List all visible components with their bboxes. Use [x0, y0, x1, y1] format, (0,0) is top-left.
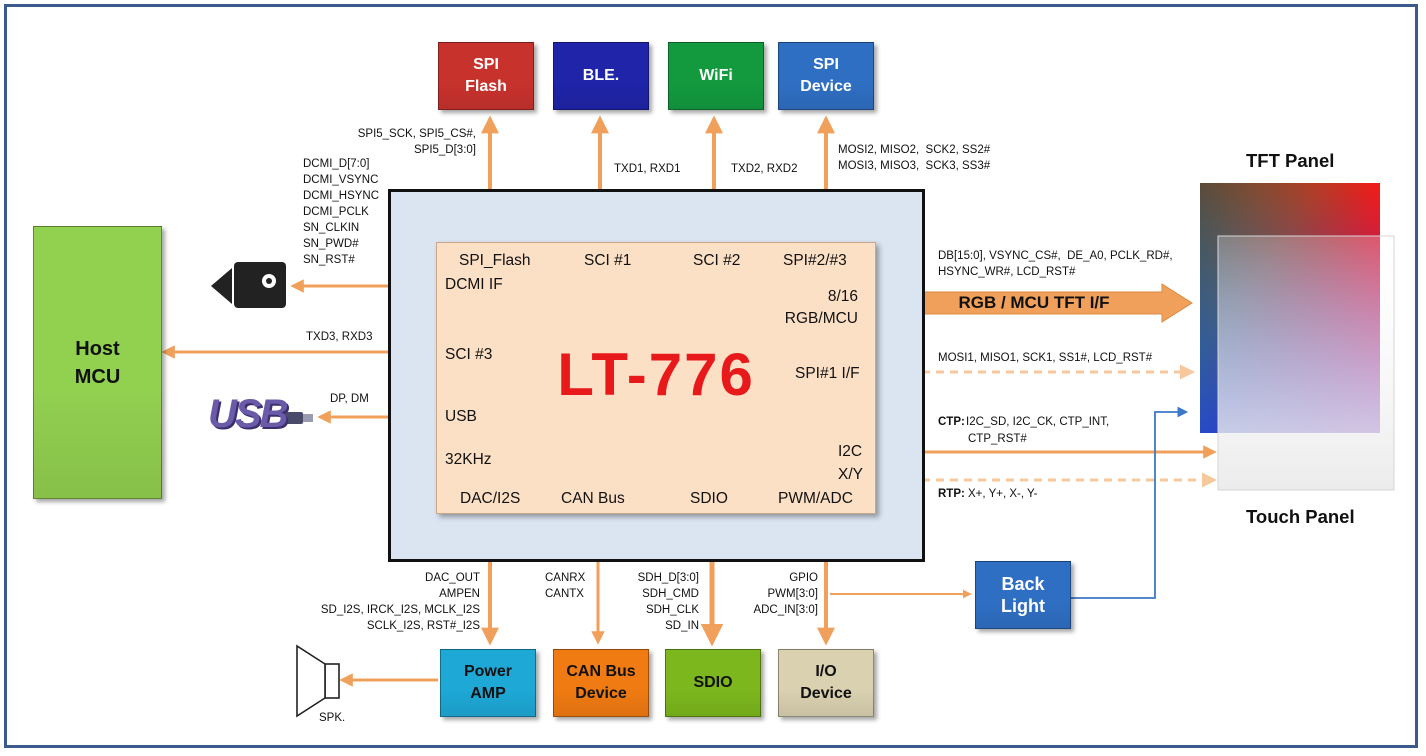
signal-usb: DP, DM: [330, 393, 369, 405]
signal-spi1: MOSI1, MISO1, SCK1, SS1#, LCD_RST#: [938, 352, 1153, 364]
pin-i2c: I2C: [838, 443, 863, 460]
back-light-block[interactable]: Back Light: [975, 561, 1071, 629]
spi-flash-block[interactable]: SPI Flash: [438, 42, 534, 110]
io-device-block[interactable]: I/O Device: [778, 649, 874, 717]
signal-dcmi: DCMI_D[7:0] DCMI_VSYNC DCMI_HSYNC DCMI_P…: [303, 158, 380, 266]
pin-sci2: SCI #2: [693, 252, 741, 269]
pin-sdio: SDIO: [690, 490, 728, 507]
signal-rtp: X+, Y+, X-, Y-: [968, 488, 1038, 500]
signal-spi-flash: SPI5_SCK, SPI5_CS#, SPI5_D[3:0]: [357, 128, 476, 156]
pin-spi-flash: SPI_Flash: [459, 252, 531, 269]
wifi-block[interactable]: WiFi: [668, 42, 764, 110]
usb-logo-icon: USB: [208, 392, 288, 436]
power-amp-block[interactable]: Power AMP: [440, 649, 536, 717]
rgb-bus-label: RGB / MCU TFT I/F: [958, 293, 1110, 312]
pin-sci3: SCI #3: [445, 346, 493, 363]
signal-spk: SPK.: [319, 712, 346, 724]
signal-ctp-label: CTP:: [938, 416, 965, 428]
spi-device-block[interactable]: SPI Device: [778, 42, 874, 110]
tft-panel-title: TFT Panel: [1246, 150, 1335, 171]
signal-ble: TXD1, RXD1: [614, 163, 681, 175]
touch-panel-graphic: [1217, 235, 1395, 491]
pin-can: CAN Bus: [561, 490, 625, 507]
pin-spi1: SPI#1 I/F: [795, 365, 860, 382]
camera-icon: [211, 262, 286, 308]
chip-core: [436, 242, 876, 514]
signal-sdio: SDH_D[3:0] SDH_CMD SDH_CLK SD_IN: [637, 572, 699, 632]
pin-dac: DAC/I2S: [460, 490, 521, 507]
signal-ctp-rst: CTP_RST#: [968, 433, 1027, 445]
signal-wifi: TXD2, RXD2: [731, 163, 798, 175]
signal-host: TXD3, RXD3: [306, 331, 373, 343]
pin-rgb: 8/16 RGB/MCU: [784, 288, 858, 327]
usb-plug-icon: [283, 412, 313, 424]
chip-title: LT-776: [557, 341, 755, 408]
sdio-block[interactable]: SDIO: [665, 649, 761, 717]
speaker-icon: [296, 644, 340, 718]
signal-rgb: DB[15:0], VSYNC_CS#, DE_A0, PCLK_RD#, HS…: [938, 250, 1173, 278]
pin-pwm: PWM/ADC: [778, 490, 853, 507]
signal-ctp: I2C_SD, I2C_CK, CTP_INT,: [966, 416, 1110, 428]
pin-dcmi: DCMI IF: [445, 276, 503, 293]
wire-backlight-panel: [1070, 406, 1189, 599]
pin-spi23: SPI#2/#3: [783, 252, 847, 269]
signal-rtp-label: RTP:: [938, 488, 965, 500]
host-mcu-block[interactable]: Host MCU: [33, 226, 162, 499]
pin-32khz: 32KHz: [445, 451, 492, 468]
touch-panel-title: Touch Panel: [1246, 506, 1355, 527]
signal-can: CANRX CANTX: [545, 572, 586, 600]
signal-spi-device: MOSI2, MISO2, SCK2, SS2# MOSI3, MISO3, S…: [838, 144, 991, 172]
pin-xy: X/Y: [838, 466, 863, 483]
pin-usb: USB: [445, 408, 477, 425]
signal-gpio: GPIO PWM[3:0] ADC_IN[3:0]: [753, 572, 818, 616]
can-bus-device-block[interactable]: CAN Bus Device: [553, 649, 649, 717]
pin-sci1: SCI #1: [584, 252, 632, 269]
signal-dac: DAC_OUT AMPEN SD_I2S, IRCK_I2S, MCLK_I2S…: [320, 572, 480, 632]
ble-block[interactable]: BLE.: [553, 42, 649, 110]
